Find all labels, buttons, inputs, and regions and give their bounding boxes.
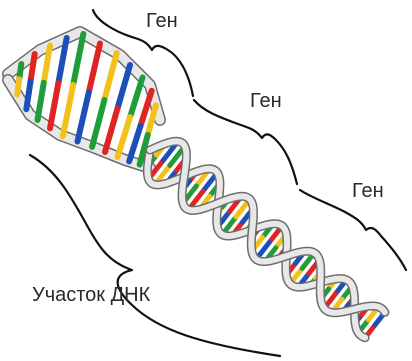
ladder-base-pair-right bbox=[38, 83, 44, 120]
ladder-base-pair-right bbox=[78, 93, 89, 142]
ladder-base-pair-left bbox=[73, 34, 83, 85]
dna-segment-label: Участок ДНК bbox=[32, 284, 151, 306]
gene-label-3: Ген bbox=[352, 180, 384, 202]
dna-ladder-section bbox=[8, 32, 160, 168]
ladder-base-pair-left bbox=[31, 54, 35, 82]
dna-helix-strands bbox=[147, 141, 385, 337]
ladder-base-pair-left bbox=[118, 65, 131, 109]
ladder-base-pair-right bbox=[118, 117, 131, 157]
ladder-base-pair-right bbox=[129, 126, 140, 161]
gene-label-2: Ген bbox=[250, 90, 282, 112]
ladder-base-pair-left bbox=[130, 78, 143, 118]
gene-label-1: Ген bbox=[146, 10, 178, 32]
ladder-base-pair-right bbox=[26, 82, 30, 110]
ladder-base-pair-right bbox=[63, 85, 73, 136]
ladder-base-pair-left bbox=[148, 105, 156, 135]
ladder-base-pair-left bbox=[104, 53, 116, 100]
ladder-base-pair-right bbox=[92, 100, 104, 147]
ladder-base-pair-right bbox=[50, 83, 58, 128]
ladder-base-pair-left bbox=[89, 44, 100, 93]
ladder-base-pair-right bbox=[17, 79, 19, 94]
ladder-base-pair-right bbox=[105, 109, 118, 153]
